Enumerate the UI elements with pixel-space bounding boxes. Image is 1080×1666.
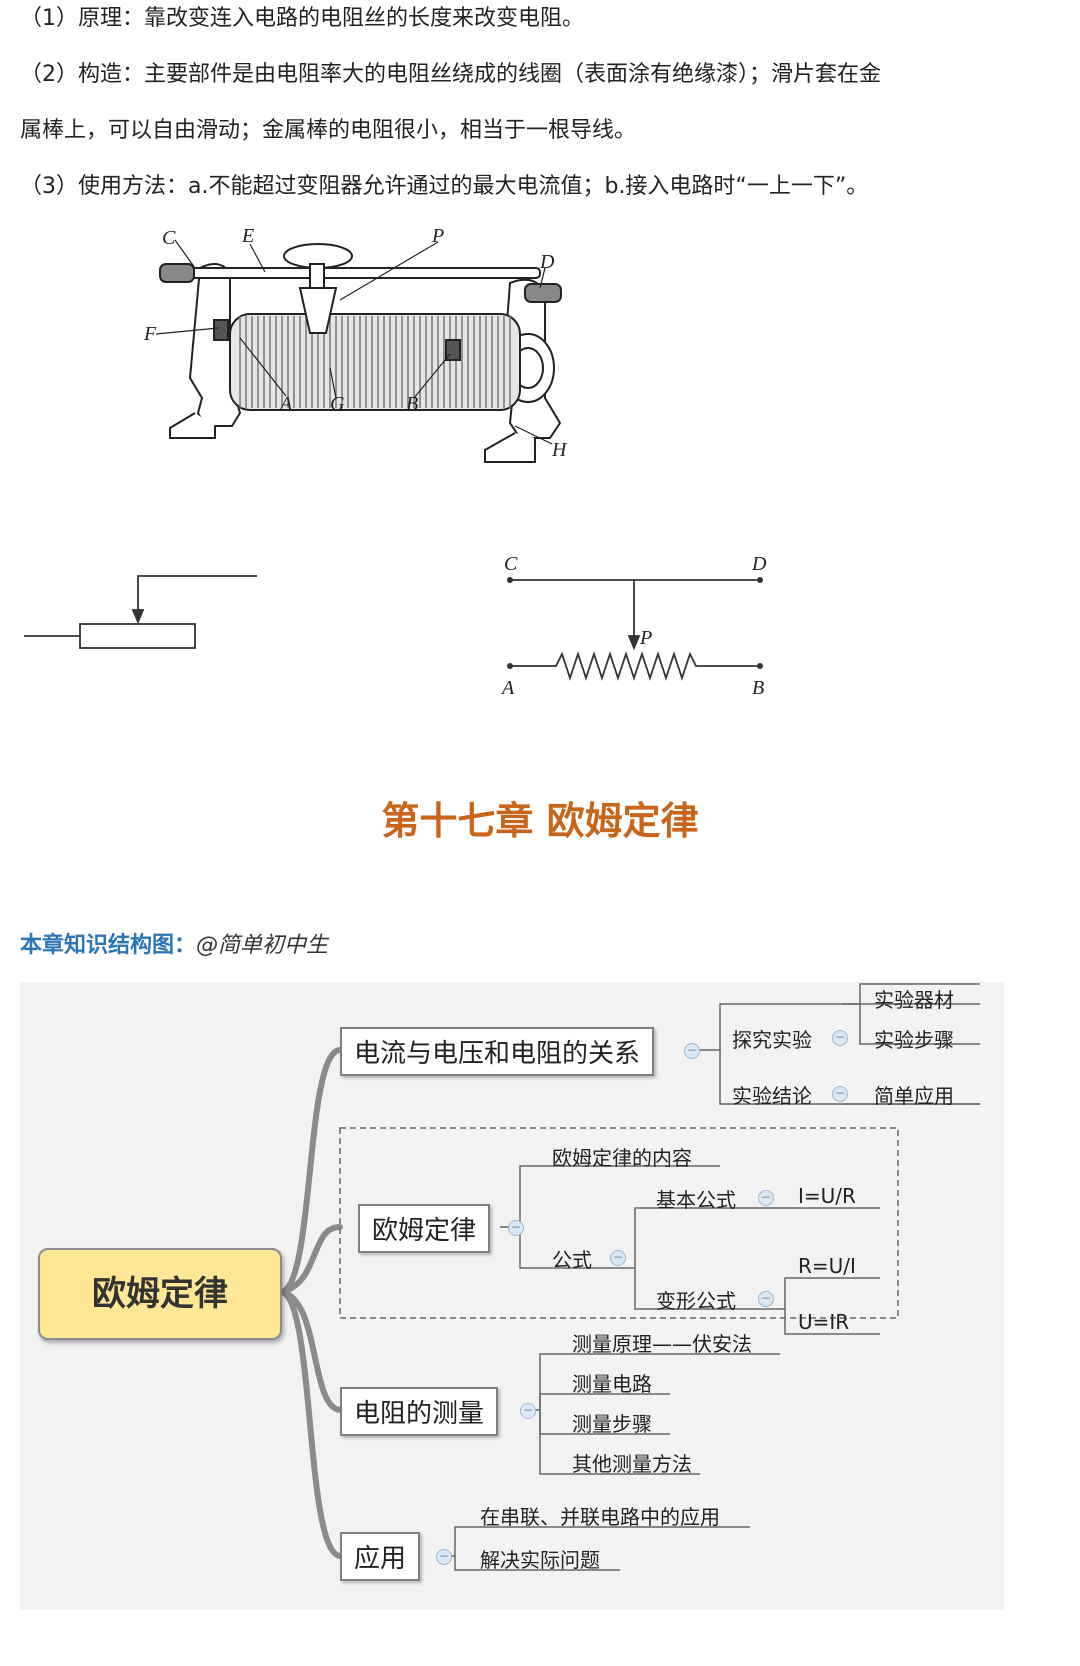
chapter-title: 第十七章 欧姆定律 [381,799,699,843]
node-experiment-steps[interactable]: 实验步骤 [874,1028,954,1052]
node-series-parallel[interactable]: 在串联、并联电路中的应用 [480,1505,720,1529]
node-equipment[interactable]: 实验器材 [874,988,954,1012]
collapse-icon[interactable]: − [758,1291,774,1307]
branch-resistance-measurement[interactable]: 电阻的测量 [340,1387,499,1436]
usage-text: （3）使用方法：a.不能超过变阻器允许通过的最大电流值；b.接入电路时“一上一下… [20,174,869,199]
branch-ohms-law[interactable]: 欧姆定律 [358,1204,491,1253]
mindmap-label: 本章知识结构图：@简单初中生 [20,927,328,959]
collapse-icon[interactable]: − [508,1220,524,1236]
circuit-label-d: D [751,553,767,575]
node-variant-eq-u[interactable]: U=IR [798,1310,850,1334]
node-experiment-conclusion[interactable]: 实验结论 [732,1084,812,1108]
label-h: H [551,439,568,461]
circuit-label-c: C [504,553,518,575]
node-other-methods[interactable]: 其他测量方法 [572,1452,692,1476]
node-explore-experiment[interactable]: 探究实验 [732,1028,812,1052]
label-a: A [278,393,293,415]
label-d: D [539,251,555,273]
node-law-content[interactable]: 欧姆定律的内容 [552,1146,692,1170]
collapse-icon[interactable]: − [520,1403,536,1419]
mindmap-label-text: 本章知识结构图： [20,933,197,958]
principle-text: （1）原理：靠改变连入电路的电阻丝的长度来改变电阻。 [20,6,584,31]
branch-application[interactable]: 应用 [340,1532,421,1581]
circuit-label-a: A [500,677,515,699]
node-simple-application[interactable]: 简单应用 [874,1084,954,1108]
collapse-icon[interactable]: − [684,1043,700,1059]
circuit-label-b: B [752,677,764,699]
node-measure-principle[interactable]: 测量原理——伏安法 [572,1332,752,1356]
branch-current-voltage-resistance[interactable]: 电流与电压和电阻的关系 [340,1027,655,1076]
node-measure-steps[interactable]: 测量步骤 [572,1412,652,1436]
node-measure-circuit[interactable]: 测量电路 [572,1372,652,1396]
mindmap-connectors [279,983,980,1571]
node-variant-formula[interactable]: 变形公式 [656,1289,736,1313]
label-f: F [143,323,157,345]
construction-text-1: （2）构造：主要部件是由电阻率大的电阻丝绕成的线圈（表面涂有绝缘漆）；滑片套在金 [20,62,882,87]
rheostat-illustration: C E P D F A G B H [143,228,568,463]
mindmap-root[interactable]: 欧姆定律 [38,1248,282,1340]
label-g: G [330,393,345,415]
collapse-icon[interactable]: − [832,1030,848,1046]
circuit-diagram: C D P A B [500,553,767,699]
label-b: B [406,393,418,415]
circuit-label-p: P [639,627,652,649]
collapse-icon[interactable]: − [436,1549,452,1565]
mindmap-credit: @简单初中生 [196,933,329,958]
node-practical-problems[interactable]: 解决实际问题 [480,1548,600,1572]
label-c: C [162,228,176,249]
node-basic-equation[interactable]: I=U/R [798,1184,856,1208]
mindmap: 欧姆定律 电流与电压和电阻的关系 − 探究实验 − 实验器材 实验步骤 实验结论… [20,982,1004,1610]
construction-text-2: 属棒上，可以自由滑动；金属棒的电阻很小，相当于一根导线。 [20,118,637,143]
node-formula[interactable]: 公式 [552,1248,592,1272]
collapse-icon[interactable]: − [758,1190,774,1206]
collapse-icon[interactable]: − [832,1086,848,1102]
collapse-icon[interactable]: − [610,1250,626,1266]
rheostat-symbol [24,575,257,649]
label-e: E [241,228,254,247]
label-p: P [431,228,444,247]
node-basic-formula[interactable]: 基本公式 [656,1188,736,1212]
node-variant-eq-r[interactable]: R=U/I [798,1254,856,1278]
